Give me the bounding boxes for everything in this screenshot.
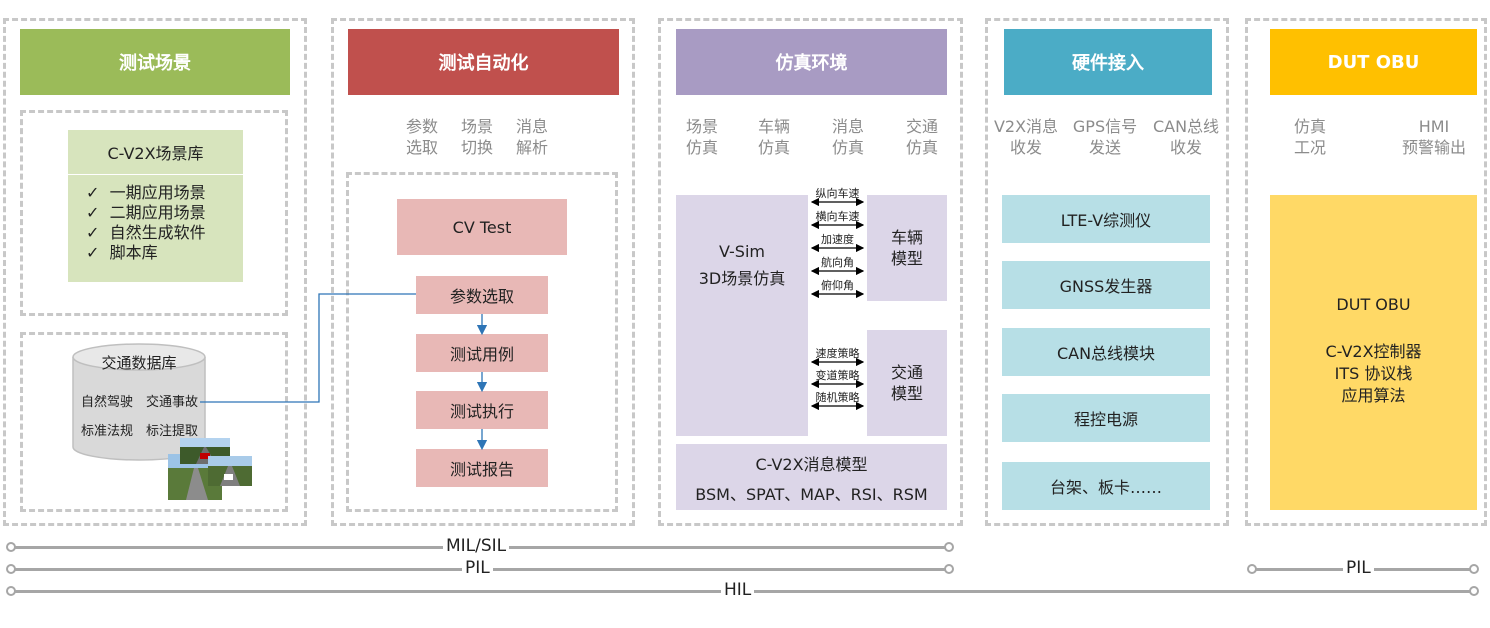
- scenario-library-panel: [20, 110, 288, 316]
- hardware-sub: GPS信号 发送: [1072, 117, 1138, 157]
- automation-column: [331, 18, 635, 526]
- scenario-library-list: ✓ 一期应用场景 ✓ 二期应用场景 ✓ 自然生成软件 ✓ 脚本库: [68, 174, 243, 282]
- list-item: ✓ 二期应用场景: [86, 203, 206, 222]
- database-cylinder-icon: [72, 343, 206, 461]
- hardware-item: LTE-V综测仪: [1002, 195, 1210, 243]
- automation-sub: 消息 解析: [515, 117, 548, 157]
- vsim-box: [676, 195, 808, 436]
- vehicle-signal-label: 横向车速: [815, 210, 860, 223]
- hil-label: HIL: [721, 580, 755, 600]
- traffic-signal-label: 速度策略: [815, 347, 860, 360]
- check-icon: ✓: [86, 203, 100, 222]
- hardware-item: 程控电源: [1002, 394, 1210, 442]
- traffic-signal-label: 随机策略: [815, 391, 860, 404]
- dut-line: 应用算法: [1341, 386, 1406, 405]
- dut-title: DUT OBU: [1336, 294, 1411, 314]
- pil-label: PIL: [462, 558, 493, 578]
- automation-step: 测试用例: [416, 334, 548, 372]
- db-item: 标注提取: [146, 424, 199, 439]
- bar-endpoint-icon: [1469, 564, 1479, 574]
- bar-endpoint-icon: [6, 564, 16, 574]
- dut-pil-label: PIL: [1343, 558, 1374, 578]
- scenario-library-title: C-V2X场景库: [68, 130, 243, 174]
- dut-sub: HMI 预警输出: [1401, 117, 1466, 157]
- automation-step: 测试报告: [416, 449, 548, 487]
- db-item: 自然驾驶: [81, 395, 134, 410]
- check-icon: ✓: [86, 183, 100, 202]
- traffic-database-title: 交通数据库: [101, 353, 177, 372]
- bar-endpoint-icon: [944, 564, 954, 574]
- dut-line: C-V2X控制器: [1325, 342, 1422, 361]
- list-item: ✓ 一期应用场景: [86, 183, 206, 202]
- simulation-sub: 车辆 仿真: [757, 117, 790, 157]
- bar-endpoint-icon: [944, 542, 954, 552]
- hardware-item: 台架、板卡……: [1002, 462, 1210, 510]
- bar-endpoint-icon: [6, 542, 16, 552]
- vehicle-signal-label: 俯仰角: [821, 279, 854, 292]
- bar-endpoint-icon: [1469, 586, 1479, 596]
- automation-sub: 场景 切换: [460, 117, 493, 157]
- bar-endpoint-icon: [6, 586, 16, 596]
- hardware-item: GNSS发生器: [1002, 261, 1210, 309]
- hardware-header: 硬件接入: [1004, 29, 1212, 95]
- automation-step: 测试执行: [416, 391, 548, 429]
- list-item: ✓ 自然生成软件: [86, 223, 206, 242]
- vsim-title: V-Sim: [719, 241, 765, 261]
- mil-sil-label: MIL/SIL: [443, 536, 510, 556]
- dut-line: ITS 协议栈: [1334, 364, 1413, 383]
- automation-step: 参数选取: [416, 276, 548, 314]
- vsim-subtitle: 3D场景仿真: [698, 269, 786, 288]
- traffic-model-box: 交通 模型: [867, 330, 947, 436]
- automation-sub: 参数 选取: [405, 117, 438, 157]
- hardware-sub: CAN总线 收发: [1152, 117, 1220, 157]
- db-item: 标准法规: [81, 424, 134, 439]
- hardware-sub: V2X消息 收发: [993, 117, 1059, 157]
- msg-model-title: C-V2X消息模型: [755, 455, 868, 474]
- vehicle-signal-label: 纵向车速: [815, 187, 860, 200]
- simulation-sub: 交通 仿真: [905, 117, 938, 157]
- traffic-signal-label: 变道策略: [815, 369, 860, 382]
- automation-header: 测试自动化: [348, 29, 619, 95]
- simulation-column: [658, 18, 963, 526]
- simulation-header: 仿真环境: [676, 29, 947, 95]
- check-icon: ✓: [86, 223, 100, 242]
- simulation-sub: 消息 仿真: [831, 117, 864, 157]
- cv-test-box: CV Test: [397, 199, 567, 255]
- bar-endpoint-icon: [1247, 564, 1257, 574]
- scenario-column: [3, 18, 307, 526]
- driving-scene-images: [168, 438, 252, 500]
- dut-column: [1245, 18, 1487, 526]
- hardware-item: CAN总线模块: [1002, 328, 1210, 376]
- dut-header: DUT OBU: [1270, 29, 1477, 95]
- signal-arrows: [810, 197, 865, 410]
- dut-box: [1270, 195, 1477, 510]
- vehicle-signal-label: 加速度: [821, 233, 854, 246]
- vehicle-model-box: 车辆 模型: [867, 195, 947, 301]
- msg-model-box: [676, 444, 947, 510]
- automation-inner-panel: [346, 172, 618, 512]
- vehicle-signal-label: 航向角: [821, 256, 854, 269]
- msg-model-list: BSM、SPAT、MAP、RSI、RSM: [695, 485, 928, 504]
- db-item: 交通事故: [146, 395, 199, 410]
- hardware-column: [985, 18, 1229, 526]
- traffic-database-panel: [20, 332, 288, 512]
- simulation-sub: 场景 仿真: [685, 117, 718, 157]
- scenario-header: 测试场景: [20, 29, 290, 95]
- list-item: ✓ 脚本库: [86, 243, 158, 262]
- check-icon: ✓: [86, 243, 100, 262]
- dut-sub: 仿真 工况: [1293, 117, 1326, 157]
